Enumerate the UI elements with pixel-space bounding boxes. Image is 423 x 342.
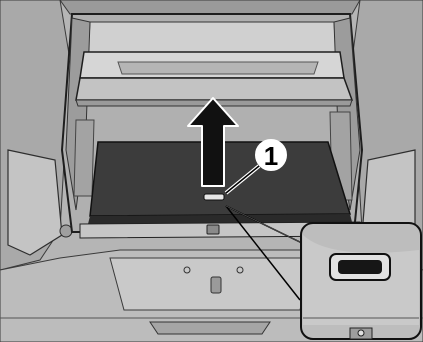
handle-detail-inset — [301, 223, 421, 339]
callout-1: 1 — [256, 140, 286, 171]
handle-detail-icon — [330, 254, 390, 280]
floor-handle-icon — [204, 194, 224, 200]
callout-number: 1 — [264, 141, 278, 171]
